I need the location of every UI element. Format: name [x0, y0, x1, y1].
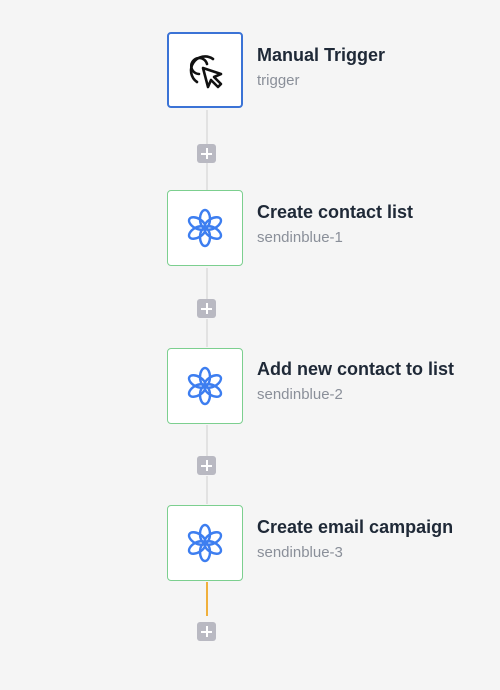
node-subtitle: trigger — [257, 72, 300, 89]
add-step-button[interactable] — [197, 622, 216, 641]
connector-line-active — [206, 582, 208, 616]
node-title: Add new contact to list — [257, 359, 455, 379]
connector-line — [206, 110, 208, 146]
node-label: Add new contact to list sendinblue-2 — [257, 358, 454, 404]
sendinblue-icon — [185, 523, 225, 563]
connector-line — [206, 319, 208, 347]
add-step-button[interactable] — [197, 299, 216, 318]
node-label: Create contact list sendinblue-1 — [257, 201, 413, 247]
node-title: Create email campaign — [257, 517, 454, 537]
node-create-email-campaign[interactable] — [167, 505, 243, 581]
node-subtitle: sendinblue-3 — [257, 544, 343, 561]
node-add-new-contact-to-list[interactable] — [167, 348, 243, 424]
sendinblue-icon — [185, 208, 225, 248]
connector-line — [206, 268, 208, 300]
connector-line — [206, 425, 208, 457]
node-manual-trigger[interactable] — [167, 32, 243, 108]
node-title: Manual Trigger — [257, 45, 386, 65]
sendinblue-icon — [185, 366, 225, 406]
node-title: Create contact list — [257, 202, 414, 222]
connector-line — [206, 476, 208, 504]
cursor-click-icon — [182, 47, 228, 93]
node-subtitle: sendinblue-1 — [257, 229, 343, 246]
add-step-button[interactable] — [197, 144, 216, 163]
node-create-contact-list[interactable] — [167, 190, 243, 266]
node-subtitle: sendinblue-2 — [257, 386, 343, 403]
node-label: Create email campaign sendinblue-3 — [257, 516, 453, 562]
node-label: Manual Trigger trigger — [257, 44, 385, 90]
add-step-button[interactable] — [197, 456, 216, 475]
connector-line — [206, 163, 208, 190]
